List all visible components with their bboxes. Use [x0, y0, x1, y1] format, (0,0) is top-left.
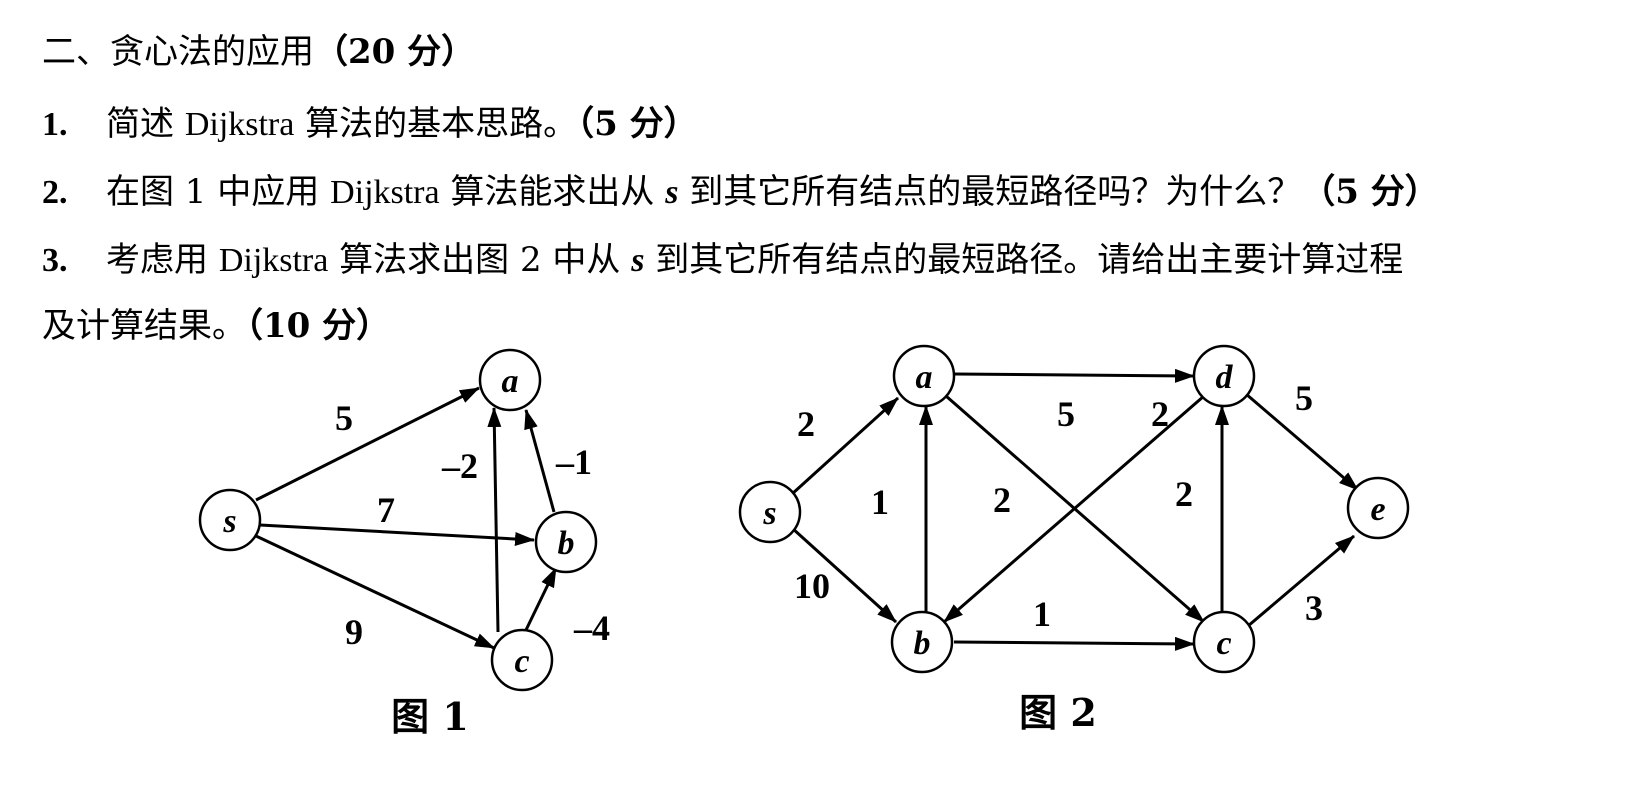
edge-weight-a-c: 2	[993, 480, 1011, 520]
question-text: 考虑用	[106, 240, 219, 280]
graph1-node-s: s	[198, 488, 262, 552]
edge-b-c	[953, 636, 1195, 651]
node-label: a	[916, 359, 933, 396]
node-label: s	[762, 495, 776, 532]
edge-weight-s-a: 2	[797, 404, 815, 444]
edge-s-a	[790, 396, 900, 496]
question-number: 2.	[42, 174, 68, 211]
section-heading: 二、贪心法的应用（20 分）	[42, 32, 475, 72]
figure-2-caption: 图 2	[1019, 690, 1097, 735]
edge-weight-d-e: 5	[1295, 378, 1313, 418]
question-text: 算法求出图 2 中从	[328, 240, 632, 280]
edge-d-b	[943, 394, 1205, 624]
heading-points: （20 分）	[314, 32, 476, 72]
node-label: a	[502, 363, 519, 400]
graph-1: s a b c 5 7 9 –2 –1 –4 图 1	[198, 348, 610, 739]
source-variable: s	[631, 242, 645, 279]
edge-a-d	[953, 368, 1195, 383]
heading-text: 二、贪心法的应用	[42, 32, 314, 72]
edge-d-e	[1245, 392, 1359, 492]
edge-weight-a-d: 5	[1057, 394, 1075, 434]
algorithm-name: Dijkstra	[184, 106, 295, 143]
node-label: s	[222, 503, 236, 540]
edge-c-e	[1247, 534, 1355, 628]
node-label: b	[914, 625, 931, 662]
graph2-node-b: b	[890, 610, 954, 674]
question-text: 在图 1 中应用	[106, 172, 331, 212]
edge-s-c	[255, 534, 495, 650]
graph2-node-a: a	[892, 344, 956, 408]
question-1: 1. 简述 Dijkstra 算法的基本思路。（5 分）	[42, 104, 698, 145]
graph1-node-c: c	[490, 628, 554, 692]
edge-weight-c-d: 2	[1175, 474, 1193, 514]
node-label: d	[1216, 359, 1234, 396]
question-text: 到其它所有结点的最短路径。请给出主要计算过程	[644, 240, 1404, 280]
graph-2: s a b c d e 2 10 1 5 2 2 1 2 5 3	[738, 344, 1410, 735]
edge-weight-c-e: 3	[1305, 588, 1323, 628]
node-label: c	[514, 643, 529, 680]
algorithm-name: Dijkstra	[218, 242, 329, 279]
edge-b-a	[524, 409, 556, 513]
node-label: c	[1216, 625, 1231, 662]
edge-weight-c-a: –2	[441, 446, 478, 486]
edge-c-a	[487, 407, 502, 633]
node-label: b	[558, 525, 575, 562]
edge-weight-s-b: 7	[377, 490, 395, 530]
edge-c-b	[524, 567, 558, 631]
question-points: （5 分）	[1301, 172, 1439, 212]
edge-weight-s-b: 10	[794, 566, 830, 606]
question-text: 到其它所有结点的最短路径吗？为什么？	[678, 172, 1302, 212]
edge-s-b	[259, 523, 535, 546]
edge-weight-d-b: 2	[1151, 394, 1169, 434]
graph2-node-c: c	[1192, 610, 1256, 674]
graph1-node-b: b	[534, 510, 598, 574]
source-variable: s	[665, 174, 679, 211]
question-number: 3.	[42, 242, 68, 279]
algorithm-name: Dijkstra	[330, 174, 440, 211]
edge-weight-s-a: 5	[335, 398, 353, 438]
question-3: 3. 考虑用 Dijkstra 算法求出图 2 中从 s 到其它所有结点的最短路径…	[42, 240, 1403, 281]
question-2: 2. 在图 1 中应用 Dijkstra 算法能求出从 s 到其它所有结点的最短路…	[42, 172, 1439, 213]
question-text: 算法的基本思路。	[294, 104, 578, 144]
graph1-node-a: a	[478, 348, 542, 412]
graph2-node-e: e	[1346, 476, 1410, 540]
edge-s-a	[255, 386, 480, 502]
edge-s-b	[790, 526, 898, 624]
graph2-node-s: s	[738, 480, 802, 544]
edge-weight-s-c: 9	[345, 612, 363, 652]
graph2-node-d: d	[1192, 344, 1256, 408]
edge-weight-b-a: –1	[555, 442, 592, 482]
question-points: （10 分）	[246, 306, 391, 346]
question-3-continued: 及计算结果。（10 分）	[42, 306, 390, 346]
node-label: e	[1370, 491, 1385, 528]
question-points: （5 分）	[577, 104, 698, 144]
question-text: 简述	[106, 104, 185, 144]
edge-weight-b-a: 1	[871, 482, 889, 522]
figure-1-caption: 图 1	[391, 694, 469, 739]
edge-weight-c-b: –4	[573, 608, 610, 648]
edge-weight-b-c: 1	[1033, 594, 1051, 634]
question-number: 1.	[42, 106, 68, 143]
question-text: 算法能求出从	[439, 172, 666, 212]
question-text: 及计算结果。	[42, 306, 246, 346]
